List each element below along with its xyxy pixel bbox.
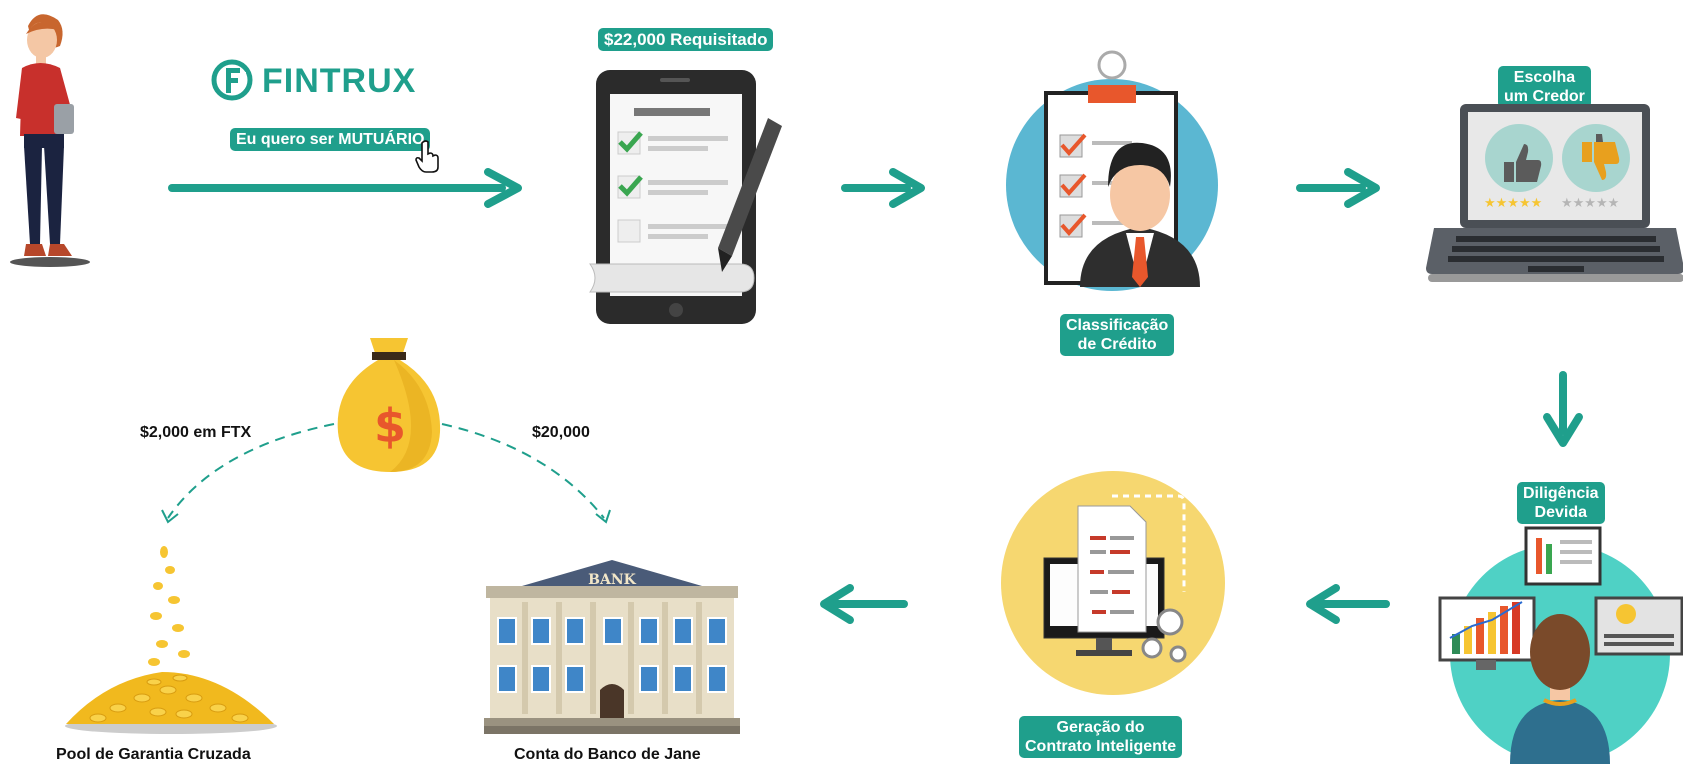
arrow-left-1 (1306, 584, 1390, 624)
borrower-cta-badge[interactable]: Eu quero ser MUTUÁRIO (230, 128, 431, 151)
coin-pile-icon (65, 546, 277, 734)
dollar-sign: $ (374, 399, 406, 453)
dashed-arc-left (161, 423, 335, 524)
arrow-down (1543, 371, 1583, 447)
credit-officer-icon (1006, 50, 1218, 291)
contract-computer-icon (1001, 471, 1225, 695)
fintrux-logo-icon (211, 59, 253, 101)
brand-name: FINTRUX (262, 62, 417, 100)
money-bag-icon: $ (337, 338, 441, 472)
requested-amount-badge: $22,000 Requisitado (598, 28, 774, 51)
bank-building-icon: BANK (484, 560, 740, 734)
collateral-pool-label: Pool de Garantia Cruzada (56, 746, 251, 763)
ftx-amount-label: $2,000 em FTX (140, 424, 252, 441)
arrow-right-3 (1296, 168, 1380, 208)
choose-lender-badge: Escolha um Credor (1498, 66, 1591, 108)
bank-amount-label: $20,000 (532, 424, 590, 441)
laptop-rating-icon: ★★★★★ ★★★★★ (1426, 104, 1683, 282)
arrow-right-1 (168, 168, 522, 208)
svg-text:★★★★★: ★★★★★ (1561, 196, 1619, 211)
smart-contract-badge: Geração do Contrato Inteligente (1019, 716, 1183, 758)
jane-bank-label: Conta do Banco de Jane (514, 746, 701, 763)
due-diligence-badge: Diligência Devida (1517, 482, 1605, 524)
bank-sign: BANK (588, 572, 636, 588)
tablet-form-icon (589, 70, 782, 324)
svg-text:★★★★★: ★★★★★ (1484, 196, 1542, 211)
arrow-left-2 (820, 584, 908, 624)
pointer-hand-icon (415, 140, 439, 173)
analyst-icon (1438, 526, 1683, 764)
dashed-arc-right (441, 423, 611, 524)
arrow-right-2 (841, 168, 925, 208)
woman-icon (10, 14, 90, 267)
credit-rating-badge: Classificação de Crédito (1060, 314, 1175, 356)
